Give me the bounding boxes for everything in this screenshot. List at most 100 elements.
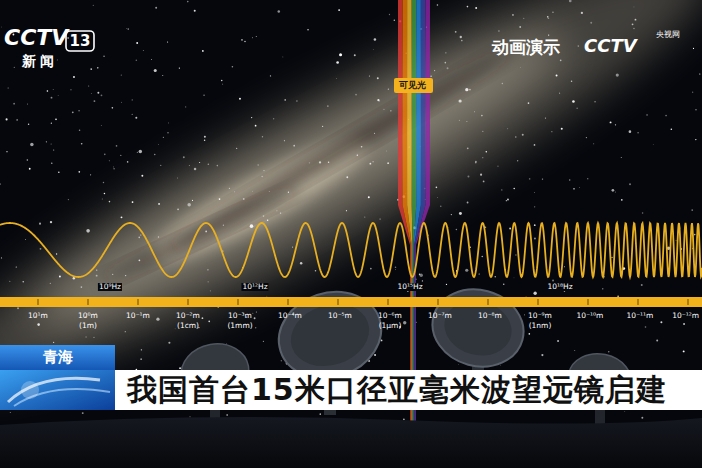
star [1, 257, 2, 258]
star [284, 99, 286, 101]
star [691, 209, 693, 211]
visible-light-tag: 可见光 [394, 78, 433, 93]
star [236, 148, 237, 149]
star [419, 273, 422, 276]
star [132, 114, 133, 115]
star [204, 139, 205, 140]
star [30, 143, 33, 146]
star [641, 284, 643, 286]
star [96, 269, 97, 270]
star [611, 257, 612, 258]
star [610, 121, 612, 123]
star [68, 199, 69, 200]
star [381, 340, 383, 342]
star [40, 248, 42, 250]
star [390, 110, 392, 112]
star [346, 176, 348, 178]
star [564, 266, 565, 267]
star [693, 48, 694, 49]
star [37, 323, 40, 326]
star [642, 212, 644, 214]
star [446, 284, 447, 285]
star [268, 191, 270, 193]
star [51, 97, 53, 99]
star [621, 157, 622, 158]
ground [0, 417, 702, 468]
star [293, 145, 295, 147]
star [281, 360, 282, 361]
star [160, 165, 161, 166]
label-text: 10⁹Hz [99, 282, 121, 291]
headline-band: 我国首台15米口径亚毫米波望远镜启建 [115, 370, 702, 410]
star [223, 225, 224, 226]
star [158, 203, 160, 205]
star [78, 171, 80, 173]
star [266, 295, 268, 297]
star [520, 67, 522, 69]
star [13, 103, 15, 105]
star [217, 165, 219, 167]
star [699, 73, 700, 74]
star [386, 150, 388, 152]
star [202, 317, 204, 319]
star [328, 162, 329, 163]
star [58, 171, 60, 173]
star [357, 155, 358, 156]
star [498, 30, 499, 31]
star [273, 118, 274, 119]
star [81, 143, 83, 145]
scale-tick [88, 299, 89, 305]
star [513, 188, 515, 190]
star [208, 163, 210, 165]
star [559, 93, 560, 94]
star [85, 336, 86, 337]
star [574, 350, 576, 352]
star [458, 364, 460, 366]
star [205, 231, 207, 233]
star [458, 119, 460, 121]
star [339, 53, 342, 56]
star [445, 52, 446, 53]
star [50, 221, 52, 223]
star [578, 187, 580, 189]
star [469, 89, 471, 91]
wavelength-label: 10⁻¹m [126, 312, 150, 320]
star [47, 90, 49, 92]
star [103, 182, 104, 183]
star [534, 191, 536, 193]
star [437, 4, 439, 6]
star [103, 56, 104, 57]
label-text: 10¹²Hz [242, 282, 267, 291]
star [501, 189, 502, 190]
star [394, 20, 395, 21]
star [73, 76, 75, 78]
star [389, 14, 390, 15]
star [16, 267, 17, 268]
star [534, 206, 535, 207]
star [459, 212, 462, 215]
star [222, 83, 224, 85]
star [403, 418, 405, 420]
scale-tick [188, 299, 189, 305]
star [168, 342, 170, 344]
star [140, 235, 141, 236]
star [262, 136, 263, 137]
star [524, 314, 525, 315]
star [551, 131, 552, 132]
star [451, 214, 452, 215]
star [156, 318, 159, 321]
star [229, 188, 230, 189]
watermark-logo: CCTV [584, 37, 637, 55]
star [141, 349, 142, 350]
star [560, 59, 562, 61]
star [86, 229, 90, 233]
star [374, 133, 375, 134]
star [369, 75, 370, 76]
star [174, 328, 176, 330]
star [506, 200, 507, 201]
star [529, 333, 531, 335]
label-text: (1μm) [379, 321, 402, 330]
label-text: 10⁻⁸m [478, 311, 502, 320]
star [483, 181, 485, 183]
star [255, 125, 257, 127]
